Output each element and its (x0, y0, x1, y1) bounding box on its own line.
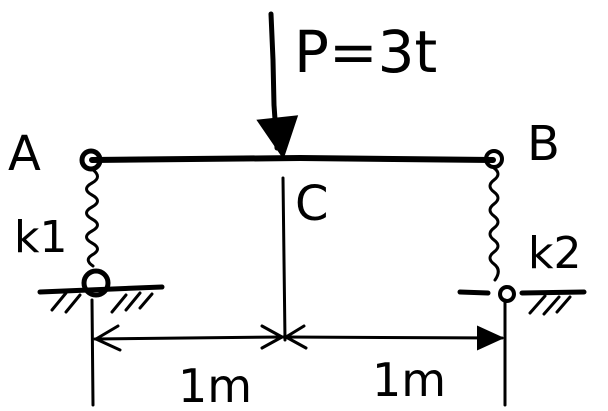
point-a-label: A (8, 126, 41, 182)
dimension-right-label: 1m (372, 353, 446, 407)
support-left-pin-icon (81, 268, 111, 298)
beam (89, 155, 496, 163)
spring-left-label: k1 (14, 212, 67, 263)
support-right-ground-right (519, 289, 587, 296)
support-left-hatch-icon (50, 291, 154, 314)
dimension-extension-left (90, 298, 95, 407)
load-label: P=3t (294, 18, 437, 86)
dimension-left-label: 1m (178, 359, 252, 411)
dimension-arrows-icon (94, 324, 505, 352)
spring-right-label: k2 (528, 228, 581, 279)
load-arrowhead (256, 115, 299, 160)
spring-right-icon (488, 166, 500, 282)
support-right-pin-icon (498, 285, 516, 303)
support-right-ground-left (457, 289, 491, 296)
spring-left-icon (85, 167, 99, 268)
load-arrow (256, 11, 299, 160)
dimension-line (93, 335, 504, 341)
support-right-hatch-icon (528, 294, 572, 316)
support-left-ground (37, 284, 165, 295)
point-b-label: B (527, 116, 560, 172)
center-line (281, 176, 287, 342)
point-c-label: C (295, 176, 329, 232)
